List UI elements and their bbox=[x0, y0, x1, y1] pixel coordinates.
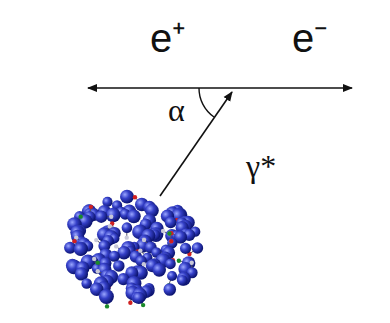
photon-arrow bbox=[160, 92, 232, 196]
small-particle bbox=[105, 304, 109, 308]
small-particle bbox=[96, 269, 100, 273]
small-particle bbox=[167, 231, 171, 235]
small-particle bbox=[138, 248, 142, 252]
small-particle bbox=[108, 224, 112, 228]
nucleon bbox=[135, 255, 146, 266]
nucleon bbox=[133, 292, 145, 304]
small-particle bbox=[109, 215, 113, 219]
nucleon bbox=[127, 209, 141, 223]
small-particle bbox=[94, 238, 98, 242]
electron-label: e⁻ bbox=[292, 18, 328, 58]
nucleon bbox=[152, 263, 166, 277]
small-particle bbox=[96, 260, 100, 264]
small-particle bbox=[142, 238, 146, 242]
nucleon bbox=[122, 222, 133, 233]
nucleon bbox=[167, 271, 177, 281]
small-particle bbox=[92, 257, 96, 261]
nucleon bbox=[106, 208, 121, 223]
nucleon bbox=[177, 275, 188, 286]
small-particle bbox=[128, 300, 132, 304]
small-particle bbox=[177, 259, 181, 263]
nucleon bbox=[163, 283, 176, 296]
small-particle bbox=[161, 229, 165, 233]
small-particle bbox=[190, 261, 194, 265]
small-particle bbox=[114, 244, 118, 248]
nucleon bbox=[177, 272, 191, 286]
nucleon bbox=[165, 216, 177, 228]
photon-label: γ* bbox=[246, 150, 276, 182]
nucleon bbox=[74, 242, 88, 256]
small-particle bbox=[78, 214, 82, 218]
angle-arc bbox=[199, 88, 214, 117]
small-particle bbox=[89, 205, 93, 209]
nucleon bbox=[192, 242, 203, 253]
angle-label: α bbox=[168, 94, 185, 126]
small-particle bbox=[133, 195, 137, 199]
nucleus bbox=[64, 190, 203, 309]
lepton-axis bbox=[88, 87, 352, 89]
small-particle bbox=[141, 303, 145, 307]
small-particle bbox=[142, 262, 146, 266]
nucleon bbox=[95, 211, 107, 223]
small-particle bbox=[169, 239, 173, 243]
nucleon bbox=[99, 289, 114, 304]
nucleon bbox=[74, 242, 88, 256]
small-particle bbox=[125, 235, 129, 239]
nucleon bbox=[180, 243, 191, 254]
nucleon bbox=[113, 260, 124, 271]
nucleon bbox=[120, 190, 134, 204]
positron-label: e⁺ bbox=[150, 18, 186, 58]
small-particle bbox=[72, 239, 76, 243]
nucleon bbox=[165, 258, 176, 269]
